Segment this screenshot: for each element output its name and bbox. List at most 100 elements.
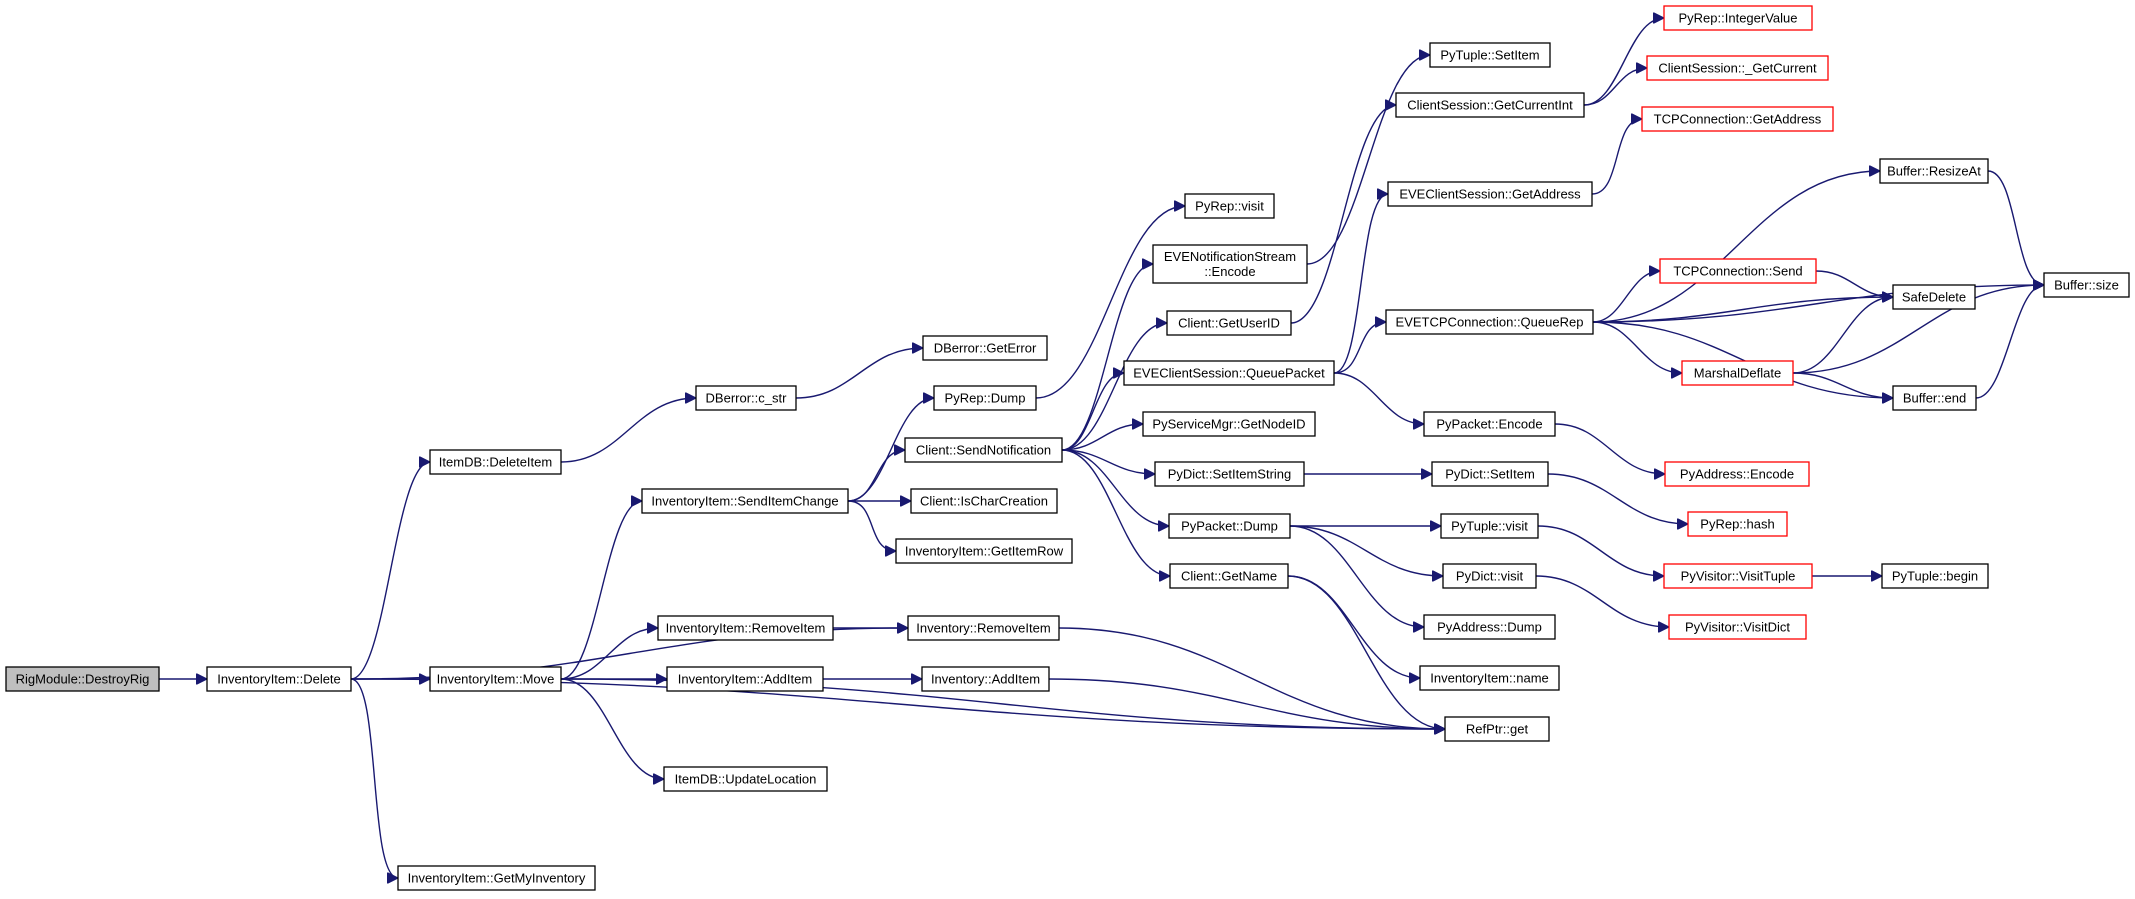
node-pyvisitor-visittuple[interactable]: PyVisitor::VisitTuple <box>1663 563 1813 589</box>
edge-client_getname-to-inventoryitem_name <box>1287 575 1420 678</box>
node-inventoryitem-move[interactable]: InventoryItem::Move <box>429 666 562 692</box>
node-clientsession-getcurrentint[interactable]: ClientSession::GetCurrentInt <box>1395 92 1585 118</box>
node-box <box>1166 310 1292 336</box>
node-pydict-setitem[interactable]: PyDict::SetItem <box>1431 461 1549 487</box>
edge-pypacket_dump-to-pydict_visit <box>1289 525 1443 576</box>
node-client-sendnotification[interactable]: Client::SendNotification <box>904 437 1063 463</box>
node-box <box>5 666 160 692</box>
node-label: InventoryItem::SendItemChange <box>651 494 838 509</box>
node-box <box>1423 411 1556 437</box>
node-pyrep-visit[interactable]: PyRep::visit <box>1184 193 1275 219</box>
node-label: DBerror::c_str <box>706 391 788 406</box>
node-inventoryitem-getitemrow[interactable]: InventoryItem::GetItemRow <box>895 538 1073 564</box>
node-refptr-get[interactable]: RefPtr::get <box>1444 716 1550 742</box>
node-safedelete[interactable]: SafeDelete <box>1892 284 1976 310</box>
node-box <box>1442 563 1537 589</box>
node-client-getname[interactable]: Client::GetName <box>1169 563 1289 589</box>
node-pyrep-hash[interactable]: PyRep::hash <box>1687 511 1788 537</box>
node-pytuple-visit[interactable]: PyTuple::visit <box>1440 513 1539 539</box>
node-label: PyTuple::visit <box>1451 519 1528 534</box>
node-inventoryitem-getmyinventory[interactable]: InventoryItem::GetMyInventory <box>397 865 596 891</box>
node-tcpconnection-getaddress[interactable]: TCPConnection::GetAddress <box>1641 106 1834 132</box>
node-buffer-size[interactable]: Buffer::size <box>2043 272 2130 298</box>
node-pypacket-dump[interactable]: PyPacket::Dump <box>1168 513 1291 539</box>
node-box <box>641 488 849 514</box>
node-pyaddress-encode[interactable]: PyAddress::Encode <box>1664 461 1810 487</box>
node-pyaddress-dump[interactable]: PyAddress::Dump <box>1423 614 1556 640</box>
node-label: ItemDB::UpdateLocation <box>675 772 817 787</box>
node-box <box>1681 360 1794 386</box>
node-tcpconnection-send[interactable]: TCPConnection::Send <box>1659 258 1817 284</box>
node-label: PyPacket::Encode <box>1436 417 1542 432</box>
node-inventoryitem-removeitem[interactable]: InventoryItem::RemoveItem <box>657 615 834 641</box>
node-label: SafeDelete <box>1902 290 1966 305</box>
edge-tcpconnection_send-to-safedelete <box>1815 270 1893 297</box>
node-pydict-visit[interactable]: PyDict::visit <box>1442 563 1537 589</box>
node-evetcpconnection-queuerep[interactable]: EVETCPConnection::QueueRep <box>1385 309 1594 335</box>
node-itemdb-updatelocation[interactable]: ItemDB::UpdateLocation <box>663 766 828 792</box>
node-inventoryitem-name[interactable]: InventoryItem::name <box>1419 665 1560 691</box>
node-buffer-end[interactable]: Buffer::end <box>1892 385 1977 411</box>
node-label: InventoryItem::Delete <box>217 672 341 687</box>
node-box <box>1395 92 1585 118</box>
edge-inventoryitem_senditemchange-to-inventoryitem_getitemrow <box>847 500 897 551</box>
edge-evenotificationstream_encode-to-pytuple_setitem <box>1306 55 1430 265</box>
edge-inventory_removeitem-to-refptr_get <box>1058 627 1445 729</box>
node-label: InventoryItem::AddItem <box>678 672 812 687</box>
edge-marshaldeflate-to-buffer_size <box>1792 285 2044 374</box>
node-inventoryitem-additem[interactable]: InventoryItem::AddItem <box>666 666 824 692</box>
node-label: PyDict::visit <box>1456 569 1524 584</box>
node-label: PyRep::visit <box>1195 199 1264 214</box>
node-box <box>657 615 834 641</box>
node-pypacket-encode[interactable]: PyPacket::Encode <box>1423 411 1556 437</box>
node-buffer-resizeat[interactable]: Buffer::ResizeAt <box>1879 158 1989 184</box>
node-box <box>922 335 1048 361</box>
edge-marshaldeflate-to-buffer_end <box>1792 372 1893 398</box>
node-client-getuserid[interactable]: Client::GetUserID <box>1166 310 1292 336</box>
node-clientsession-getcurrent[interactable]: ClientSession::_GetCurrent <box>1646 55 1829 81</box>
node-box <box>1440 513 1539 539</box>
function-nodes: RigModule::DestroyRig InventoryItem::Dele… <box>5 5 2130 891</box>
node-itemdb-deleteitem[interactable]: ItemDB::DeleteItem <box>429 449 562 475</box>
node-dberror-geterror[interactable]: DBerror::GetError <box>922 335 1048 361</box>
edge-evetcpconnection_queuerep-to-marshaldeflate <box>1592 321 1682 373</box>
node-pyvisitor-visitdict[interactable]: PyVisitor::VisitDict <box>1668 614 1807 640</box>
edge-pypacket_encode-to-pyaddress_encode <box>1554 423 1665 474</box>
edge-clientsession_getcurrentint-to-pyrep_integervalue <box>1583 18 1665 106</box>
node-rigmodule-destroyrig[interactable]: RigModule::DestroyRig <box>5 666 160 692</box>
node-inventoryitem-senditemchange[interactable]: InventoryItem::SendItemChange <box>641 488 849 514</box>
node-box <box>1431 461 1549 487</box>
node-box <box>933 385 1037 411</box>
node-eveclientsession-getaddress[interactable]: EVEClientSession::GetAddress <box>1387 181 1593 207</box>
node-pyservicemgr-getnodeid[interactable]: PyServiceMgr::GetNodeID <box>1142 411 1316 437</box>
node-label: PyAddress::Encode <box>1680 467 1794 482</box>
node-box <box>695 385 797 411</box>
node-box <box>663 766 828 792</box>
node-box <box>1892 385 1977 411</box>
node-label: DBerror::GetError <box>934 341 1037 356</box>
node-pyrep-integervalue[interactable]: PyRep::IntegerValue <box>1663 5 1813 31</box>
node-box <box>429 449 562 475</box>
node-box <box>907 615 1060 641</box>
node-label: TCPConnection::GetAddress <box>1654 112 1822 127</box>
edge-pydict_setitem-to-pyrep_hash <box>1547 473 1688 524</box>
node-evenotificationstream-encode[interactable]: EVENotificationStream::Encode <box>1152 244 1308 284</box>
node-eveclientsession-queuepacket[interactable]: EVEClientSession::QueuePacket <box>1123 360 1335 386</box>
node-pydict-setitemstring[interactable]: PyDict::SetItemString <box>1154 461 1305 487</box>
node-client-ischarcreation[interactable]: Client::IsCharCreation <box>910 488 1058 514</box>
node-inventory-removeitem[interactable]: Inventory::RemoveItem <box>907 615 1060 641</box>
node-inventoryitem-delete[interactable]: InventoryItem::Delete <box>206 666 352 692</box>
node-label: Client::GetUserID <box>1178 316 1280 331</box>
node-box <box>206 666 352 692</box>
node-pytuple-begin[interactable]: PyTuple::begin <box>1881 563 1989 589</box>
node-dberror-c-str[interactable]: DBerror::c_str <box>695 385 797 411</box>
node-label: Buffer::size <box>2054 278 2119 293</box>
node-inventory-additem[interactable]: Inventory::AddItem <box>921 666 1050 692</box>
node-label: PyDict::SetItemString <box>1168 467 1292 482</box>
node-box <box>1646 55 1829 81</box>
node-pyrep-dump[interactable]: PyRep::Dump <box>933 385 1037 411</box>
edge-pyrep_dump-to-pyrep_visit <box>1035 206 1185 399</box>
node-pytuple-setitem[interactable]: PyTuple::SetItem <box>1429 42 1551 68</box>
node-marshaldeflate[interactable]: MarshalDeflate <box>1681 360 1794 386</box>
edge-evetcpconnection_queuerep-to-safedelete <box>1592 297 1893 323</box>
